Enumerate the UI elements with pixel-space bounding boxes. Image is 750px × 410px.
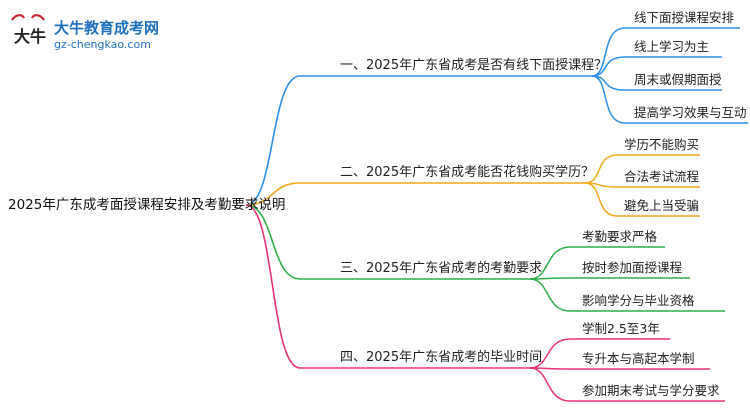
leaf-node: 线下面授课程安排 xyxy=(634,10,735,25)
leaf-connector xyxy=(529,338,670,369)
leaf-connector xyxy=(529,246,665,280)
bull-logo-icon: 大牛 xyxy=(11,14,46,46)
leaf-connector xyxy=(529,367,725,402)
leaf-node: 影响学分与毕业资格 xyxy=(582,293,695,308)
leaf-node: 学制2.5至3年 xyxy=(582,321,660,336)
branch-connector-2 xyxy=(245,182,336,206)
leaf-node: 按时参加面授课程 xyxy=(582,260,683,275)
leaf-node: 线上学习为主 xyxy=(634,39,710,54)
leaf-connector xyxy=(529,367,710,370)
leaf-node: 提高学习效果与互动 xyxy=(634,105,747,120)
leaf-connector xyxy=(584,182,700,217)
leaf-connector xyxy=(584,154,700,184)
logo-mark-text: 大牛 xyxy=(14,27,46,46)
logo-title: 大牛教育成考网 xyxy=(54,19,160,37)
logo-url: gz-chengkao.com xyxy=(54,38,151,51)
mindmap-root-topic: 2025年广东成考面授课程安排及考勤要求说明 xyxy=(8,197,286,213)
branch-label-4: 四、2025年广东省成考的毕业时间 xyxy=(340,350,543,365)
leaf-connector xyxy=(529,278,725,312)
branch-connector-1 xyxy=(245,75,336,206)
leaf-connector xyxy=(591,27,740,77)
branch-label-3: 三、2025年广东省成考的考勤要求 xyxy=(340,261,543,276)
leaf-node: 周末或假期面授 xyxy=(634,72,722,87)
leaf-node: 避免上当受骗 xyxy=(624,198,700,213)
leaf-node: 学历不能购买 xyxy=(624,137,700,152)
leaf-node: 考勤要求严格 xyxy=(582,229,658,244)
leaf-node: 合法考试流程 xyxy=(624,169,700,184)
site-logo: 大牛 大牛教育成考网 gz-chengkao.com xyxy=(6,6,176,56)
leaf-node: 专升本与高起本学制 xyxy=(582,351,695,366)
branch-label-2: 二、2025年广东省成考能否花钱购买学历？ xyxy=(340,165,595,180)
branch-label-1: 一、2025年广东省成考是否有线下面授课程？ xyxy=(340,58,608,73)
branch-connector-4 xyxy=(245,204,336,369)
leaf-connector xyxy=(591,75,748,124)
leaf-node: 参加期末考试与学分要求 xyxy=(582,383,720,398)
leaf-connector xyxy=(529,277,690,280)
leaf-connector xyxy=(591,56,722,77)
branch-connector-3 xyxy=(245,204,336,280)
